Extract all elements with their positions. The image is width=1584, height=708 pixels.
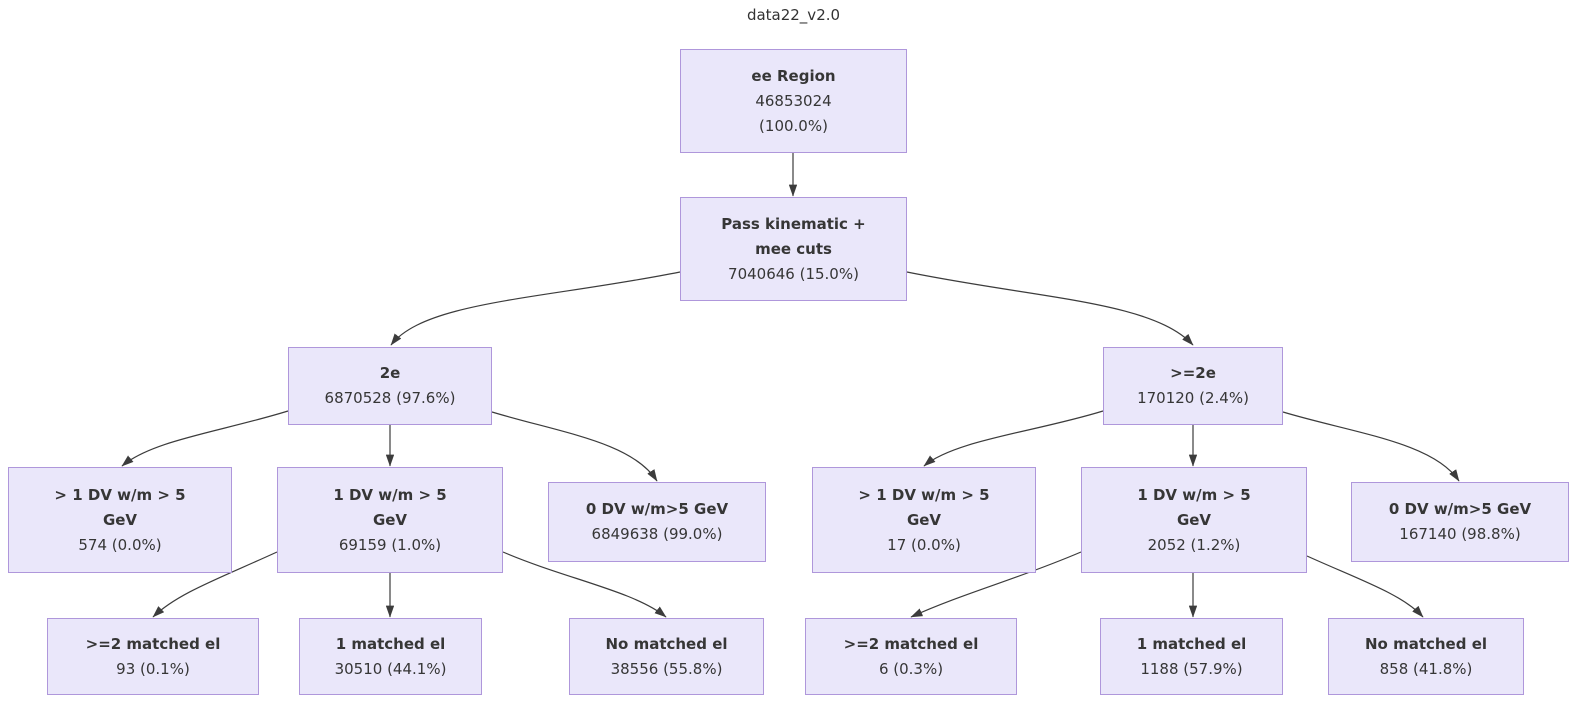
node-label: 1 DV w/m > 5 [1137, 485, 1251, 504]
node-stats: 167140 (98.8%) [1399, 525, 1521, 543]
node-label: 1 matched el [1136, 634, 1247, 653]
node-right-no-matched-el: No matched el 858 (41.8%) [1328, 618, 1524, 695]
node-label: 0 DV w/m>5 GeV [1388, 500, 1532, 518]
node-stats: 574 (0.0%) [78, 535, 162, 554]
edge-l1dv-to-ge2matched [152, 551, 278, 618]
node-label: ee Region [751, 66, 836, 85]
node-label: >=2 matched el [843, 634, 979, 653]
node-label: > 1 DV w/m > 5 [858, 485, 990, 504]
node-left-1-dv: 1 DV w/m > 5 GeV 69159 (1.0%) [277, 467, 503, 573]
node-label: No matched el [605, 634, 728, 653]
node-stats: 1188 (57.9%) [1140, 659, 1243, 678]
node-label: GeV [1176, 510, 1212, 529]
edge-2e-to-gt1dv [121, 410, 289, 467]
node-stats: 2052 (1.2%) [1147, 535, 1241, 554]
node-stats: 93 (0.1%) [116, 659, 190, 678]
node-left-1-matched-el: 1 matched el 30510 (44.1%) [299, 618, 482, 695]
node-stats: 38556 (55.8%) [610, 659, 723, 678]
node-label: mee cuts [755, 239, 832, 258]
node-left-0-dv: 0 DV w/m>5 GeV 6849638 (99.0%) [548, 482, 766, 562]
edge-2e-to-0dv [491, 411, 658, 482]
node-label: 0 DV w/m>5 GeV [585, 500, 729, 518]
node-2e: 2e 6870528 (97.6%) [288, 347, 492, 425]
node-stats: 30510 (44.1%) [334, 659, 447, 678]
node-count: 46853024 [755, 91, 832, 110]
edge-ge2e-to-gt1dv [923, 410, 1104, 467]
node-stats: 858 (41.8%) [1379, 659, 1473, 678]
node-label: 2e [379, 364, 401, 382]
node-label: >=2 matched el [85, 634, 221, 653]
node-label: 1 matched el [335, 634, 446, 653]
node-stats: 7040646 (15.0%) [728, 264, 859, 283]
edge-r1dv-to-nomatched [1306, 555, 1424, 618]
node-label: 1 DV w/m > 5 [333, 485, 447, 504]
node-ge2e: >=2e 170120 (2.4%) [1103, 347, 1283, 425]
node-stats: 6 (0.3%) [878, 659, 944, 678]
node-label: GeV [102, 510, 138, 529]
node-label: GeV [372, 510, 408, 529]
node-right-gt1-dv: > 1 DV w/m > 5 GeV 17 (0.0%) [812, 467, 1036, 573]
node-label: > 1 DV w/m > 5 [54, 485, 186, 504]
node-percent: (100.0%) [759, 116, 828, 135]
edge-pass-to-ge2e [906, 271, 1194, 346]
node-stats: 17 (0.0%) [887, 535, 961, 554]
node-right-1-dv: 1 DV w/m > 5 GeV 2052 (1.2%) [1081, 467, 1307, 573]
node-left-no-matched-el: No matched el 38556 (55.8%) [569, 618, 764, 695]
node-label: >=2e [1170, 364, 1216, 382]
node-left-ge2-matched-el: >=2 matched el 93 (0.1%) [47, 618, 259, 695]
node-label: No matched el [1364, 634, 1488, 653]
node-label: GeV [906, 510, 942, 529]
node-stats: 6849638 (99.0%) [591, 525, 723, 543]
node-right-1-matched-el: 1 matched el 1188 (57.9%) [1100, 618, 1283, 695]
edge-pass-to-2e [390, 271, 681, 346]
node-right-0-dv: 0 DV w/m>5 GeV 167140 (98.8%) [1351, 482, 1569, 562]
edge-ge2e-to-0dv [1282, 411, 1460, 482]
node-stats: 170120 (2.4%) [1137, 389, 1249, 407]
node-right-ge2-matched-el: >=2 matched el 6 (0.3%) [805, 618, 1017, 695]
node-label: Pass kinematic + [721, 214, 866, 233]
edge-r1dv-to-ge2matched [910, 551, 1082, 618]
node-left-gt1-dv: > 1 DV w/m > 5 GeV 574 (0.0%) [8, 467, 232, 573]
node-pass-kinematic-mee-cuts: Pass kinematic + mee cuts 7040646 (15.0%… [680, 197, 907, 301]
diagram-title: data22_v2.0 [746, 6, 841, 24]
edge-l1dv-to-nomatched [502, 551, 667, 618]
node-stats: 69159 (1.0%) [338, 535, 442, 554]
node-stats: 6870528 (97.6%) [324, 389, 456, 407]
node-ee-region: ee Region 46853024 (100.0%) [680, 49, 907, 153]
